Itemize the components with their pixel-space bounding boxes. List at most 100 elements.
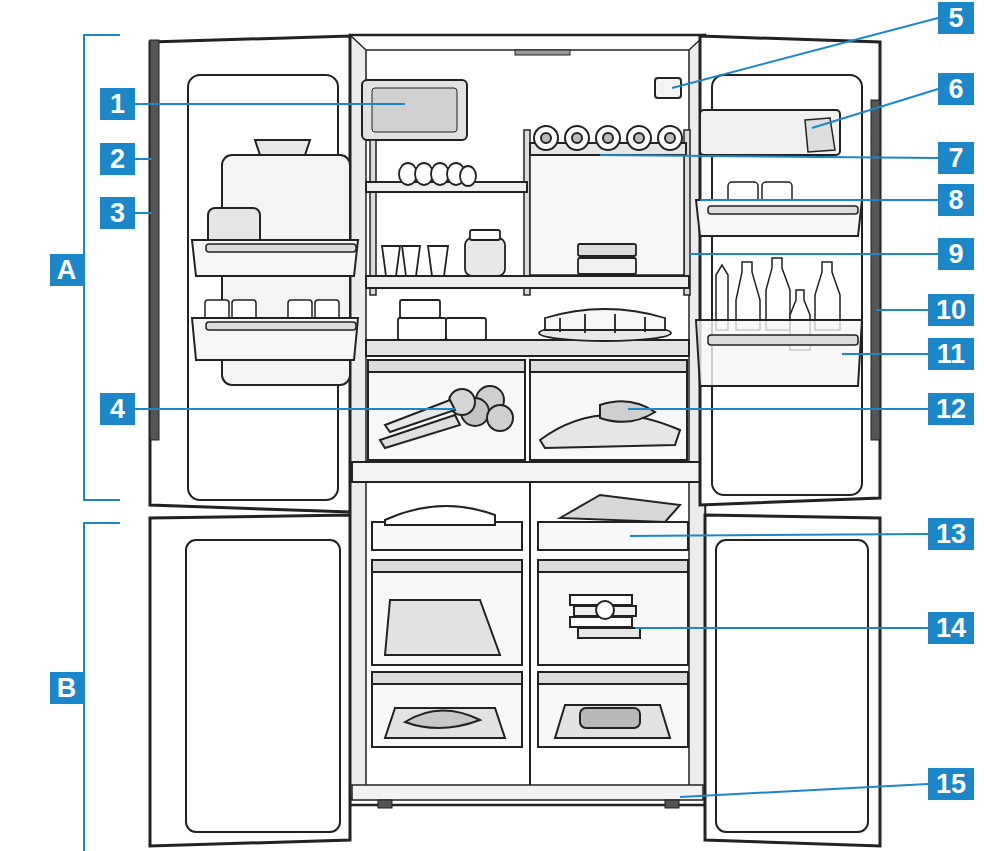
upper-left-door — [192, 240, 358, 276]
freezer-drawers — [580, 708, 640, 728]
food — [428, 246, 448, 276]
food — [578, 244, 636, 256]
crisper-drawer — [368, 360, 525, 372]
bottle-rack — [572, 133, 582, 143]
callout-number: 14 — [928, 612, 974, 644]
lower-doors — [705, 515, 880, 846]
crisper-drawer — [385, 400, 455, 432]
callout-number: 12 — [928, 393, 974, 425]
freezer-drawers — [372, 672, 522, 684]
cabinet — [665, 800, 679, 808]
bottle-rack — [634, 133, 644, 143]
upper-left-door — [206, 244, 356, 252]
cabinet — [350, 35, 705, 805]
freezer-drawers — [538, 560, 688, 665]
leader-line — [700, 199, 938, 201]
food — [382, 246, 400, 276]
cabinet — [350, 35, 366, 800]
upper-left-door — [255, 140, 310, 155]
leader-line — [135, 158, 152, 160]
callout-number: 9 — [938, 238, 974, 270]
freezer-drawers — [560, 495, 680, 522]
leader-line — [135, 408, 455, 410]
food — [545, 309, 665, 330]
food — [584, 314, 586, 333]
leader-line — [630, 534, 928, 536]
shelves — [366, 182, 689, 356]
freezer-drawers — [538, 672, 688, 684]
freezer-drawers — [372, 560, 522, 665]
leader-line — [635, 627, 928, 629]
divider — [352, 462, 703, 482]
freezer-drawers — [385, 600, 500, 655]
freezer-drawers — [372, 672, 522, 747]
leader-line — [690, 253, 938, 255]
lower-doors — [150, 515, 880, 846]
bottle-rack — [658, 126, 682, 150]
shelves — [366, 182, 527, 192]
callout-number: 3 — [100, 197, 135, 229]
food — [465, 238, 505, 276]
bottle-rack — [565, 126, 589, 150]
freezer-drawers — [372, 482, 688, 785]
food — [446, 318, 486, 340]
callout-number: 5 — [938, 2, 974, 34]
leader-line — [135, 212, 152, 214]
leader-line — [135, 103, 405, 105]
food — [470, 230, 500, 240]
food — [382, 163, 671, 341]
bottle-rack — [530, 126, 686, 155]
crisper-drawer — [487, 405, 513, 431]
upper-right-door — [700, 110, 840, 155]
leader-line — [672, 18, 938, 88]
food — [614, 314, 616, 333]
upper-left-door — [150, 36, 358, 512]
cabinet — [378, 800, 392, 808]
bottle-rack — [603, 133, 613, 143]
food — [559, 318, 561, 332]
freezer-drawers — [372, 560, 522, 572]
control-panel — [372, 88, 457, 132]
freezer-drawers — [405, 710, 480, 728]
cabinet — [350, 35, 705, 808]
callout-number: 1 — [100, 88, 135, 120]
bottle-rack — [665, 133, 675, 143]
food — [644, 317, 646, 332]
leader-line — [680, 784, 928, 797]
food — [400, 300, 440, 318]
callout-number: 15 — [928, 768, 974, 800]
lower-doors — [150, 515, 350, 846]
leader-line — [812, 89, 938, 128]
freezer-drawers — [596, 601, 614, 619]
bottle-rack — [627, 126, 651, 150]
upper-left-door — [206, 322, 356, 330]
freezer-drawers — [538, 672, 688, 747]
food — [398, 318, 446, 340]
callout-number: 11 — [928, 338, 974, 370]
bracket — [84, 523, 120, 851]
callout-number: B — [50, 672, 83, 704]
control-panel — [655, 78, 681, 98]
upper-left-door — [150, 40, 159, 440]
upper-right-door — [708, 335, 858, 345]
callout-number: 13 — [928, 518, 974, 550]
upper-right-door — [696, 200, 862, 236]
callout-number: 7 — [938, 142, 974, 174]
crisper-drawer — [600, 401, 655, 422]
bottle-rack — [596, 126, 620, 150]
leader-line — [135, 18, 938, 797]
freezer-drawers — [385, 708, 505, 738]
food — [402, 246, 420, 276]
freezer-drawers — [578, 628, 640, 638]
rails — [370, 140, 376, 295]
freezer-drawers — [385, 506, 495, 525]
callout-number: A — [50, 254, 83, 286]
upper-right-door — [871, 100, 880, 440]
freezer-drawers — [372, 522, 522, 550]
freezer-drawers — [555, 705, 670, 738]
callout-number: 4 — [100, 393, 135, 425]
food — [460, 166, 476, 186]
cabinet — [352, 785, 703, 800]
